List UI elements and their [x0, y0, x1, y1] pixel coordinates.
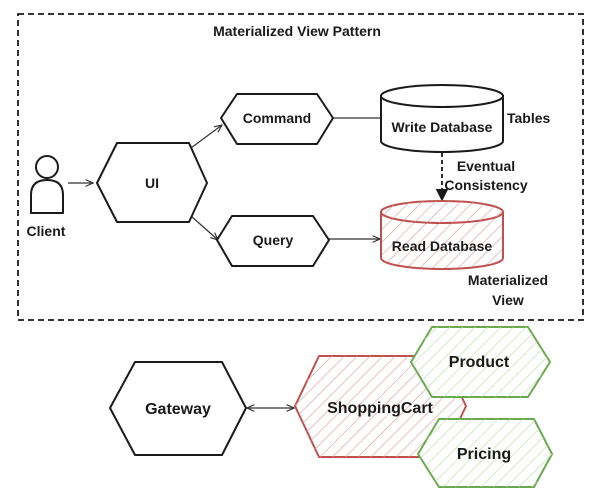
diagram-title: Materialized View Pattern [213, 23, 381, 39]
consistency-label-line1: Eventual [457, 158, 515, 174]
gateway-label: Gateway [145, 401, 211, 418]
consistency-label-line2: Consistency [444, 177, 527, 193]
ui-label: UI [145, 175, 159, 191]
read-database-label: Read Database [392, 238, 493, 254]
pricing-node: Pricing [417, 418, 553, 488]
command-node: Command [220, 93, 334, 145]
person-icon [30, 155, 64, 214]
product-label: Product [449, 354, 510, 371]
client-label: Client [27, 223, 66, 239]
command-label: Command [243, 110, 311, 126]
read-database-node: Read Database [380, 200, 504, 270]
gateway-node: Gateway [109, 361, 247, 456]
edge-ui-command [190, 125, 222, 149]
product-node: Product [410, 326, 551, 398]
edge-ui-query [190, 215, 218, 240]
client-actor: Client [27, 155, 66, 239]
pricing-label: Pricing [457, 446, 511, 463]
materialized-label-line2: View [492, 292, 524, 308]
query-label: Query [253, 232, 294, 248]
materialized-label-line1: Materialized [468, 272, 548, 288]
shopping-cart-label: ShoppingCart [327, 400, 433, 417]
write-database-label: Write Database [392, 119, 493, 135]
ui-node: UI [96, 142, 208, 223]
query-node: Query [216, 215, 330, 267]
tables-label: Tables [507, 110, 551, 126]
write-database-node: Write Database [380, 84, 504, 153]
pattern-boundary [17, 13, 584, 321]
